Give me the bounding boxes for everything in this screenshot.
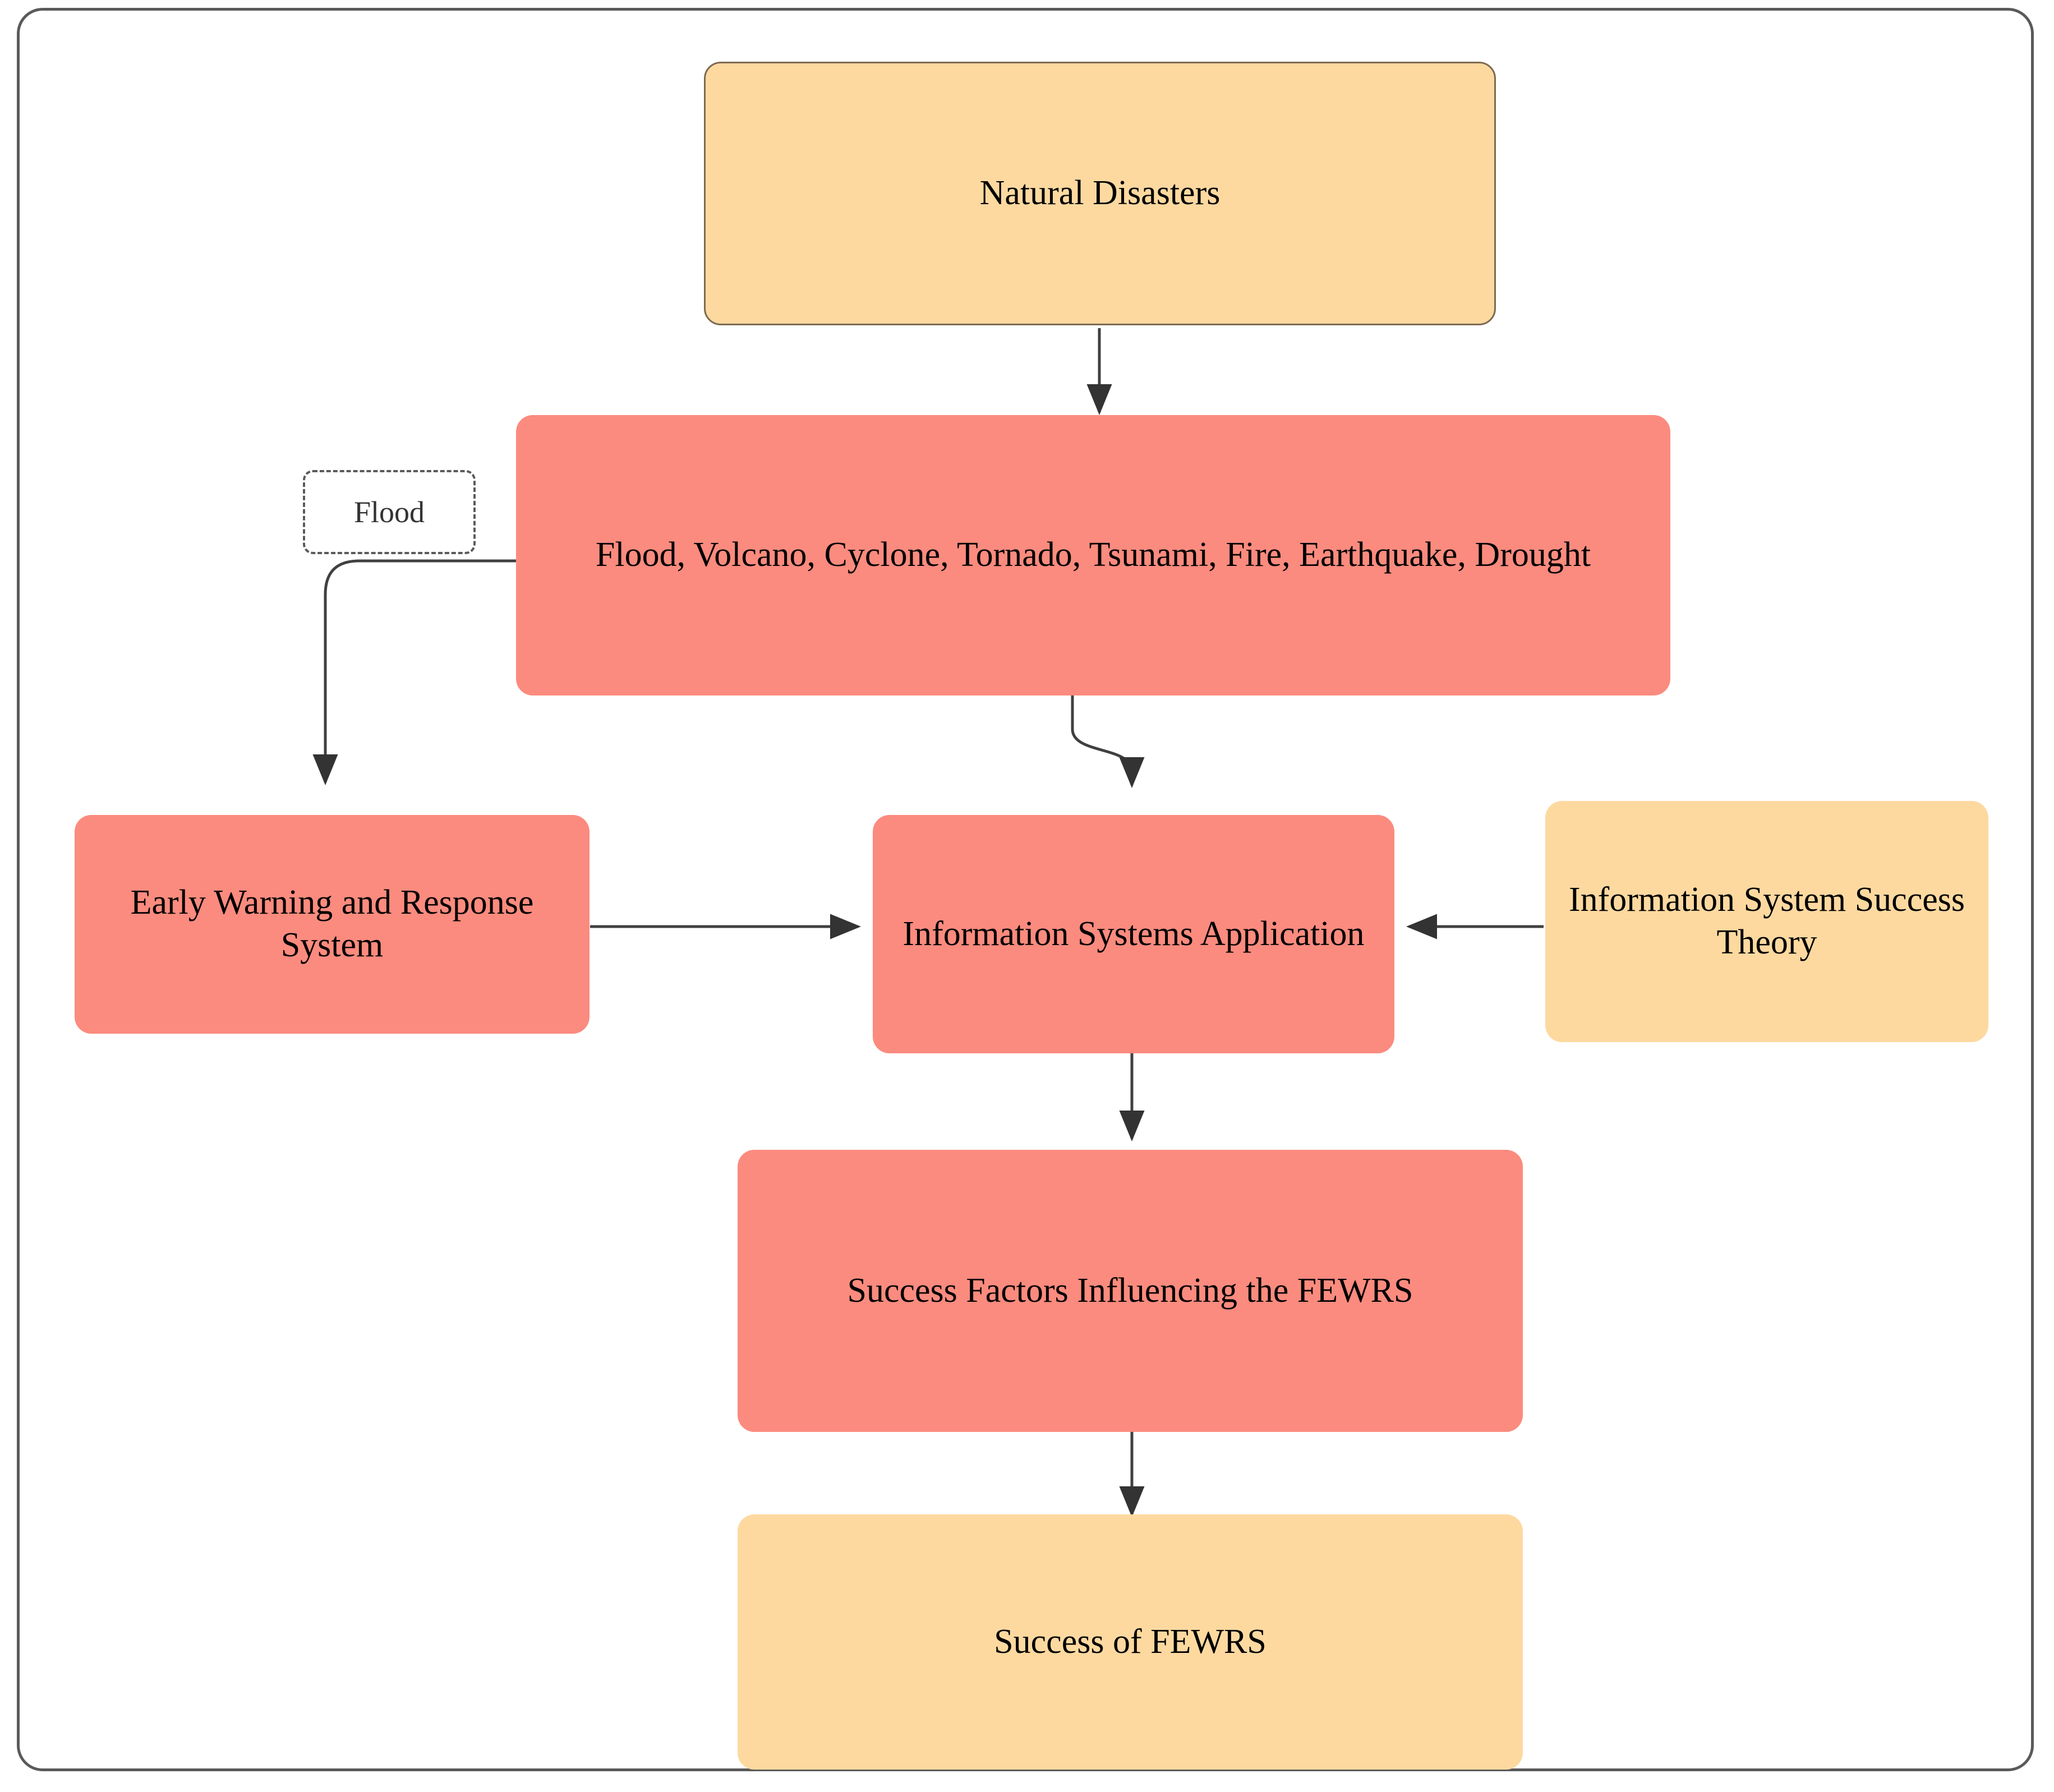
node-early-warning-response-system-label: Early Warning and Response System: [130, 883, 534, 964]
node-success-of-fewrs-label: Success of FEWRS: [994, 1622, 1267, 1661]
node-natural-disasters[interactable]: Natural Disasters: [704, 62, 1496, 325]
node-information-system-success-theory[interactable]: Information System Success Theory: [1545, 801, 1988, 1042]
node-disaster-types-label: Flood, Volcano, Cyclone, Tornado, Tsunam…: [595, 536, 1591, 574]
edge-label-flood-text: Flood: [353, 495, 425, 529]
node-success-factors[interactable]: Success Factors Influencing the FEWRS: [738, 1150, 1523, 1432]
node-information-systems-application[interactable]: Information Systems Application: [873, 815, 1394, 1053]
edge-label-flood: Flood: [303, 470, 476, 554]
node-natural-disasters-label: Natural Disasters: [979, 174, 1221, 213]
node-success-of-fewrs[interactable]: Success of FEWRS: [738, 1514, 1523, 1770]
node-information-systems-application-label: Information Systems Application: [902, 914, 1365, 953]
node-information-system-success-theory-label: Information System Success Theory: [1568, 881, 1965, 961]
node-success-factors-label: Success Factors Influencing the FEWRS: [847, 1271, 1413, 1310]
node-early-warning-response-system[interactable]: Early Warning and Response System: [75, 815, 590, 1034]
diagram-frame-border: [17, 8, 2034, 1771]
node-disaster-types[interactable]: Flood, Volcano, Cyclone, Tornado, Tsunam…: [516, 415, 1670, 695]
